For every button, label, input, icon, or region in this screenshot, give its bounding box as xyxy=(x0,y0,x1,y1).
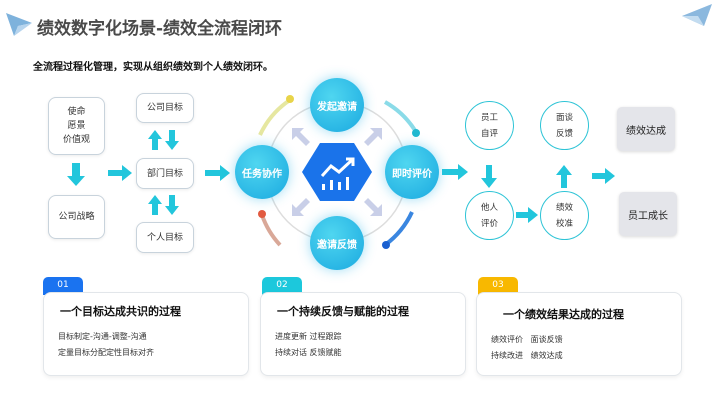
calibrate-l1: 绩效 xyxy=(555,202,573,213)
others-l1: 他人 xyxy=(480,202,498,213)
others-l2: 评价 xyxy=(480,218,498,229)
employee-growth-box: 员工成长 xyxy=(619,192,677,236)
self-eval-l2: 自评 xyxy=(480,128,498,139)
card-3-title: 一个绩效结果达成的过程 xyxy=(503,308,624,321)
cycle-node-invite-feedback: 邀请反馈 xyxy=(310,216,364,270)
card-2-line-2: 持续对话 反馈赋能 xyxy=(275,348,342,357)
page-subtitle: 全流程过程化管理，实现从组织绩效到个人绩效闭环。 xyxy=(33,62,273,73)
page-title: 绩效数字化场景-绩效全流程闭环 xyxy=(37,19,283,39)
dept-goal-box: 部门目标 xyxy=(136,158,194,189)
self-eval-circle: 员工自评 xyxy=(465,101,514,150)
values-label: 价值观 xyxy=(62,135,90,145)
personal-goal-box: 个人目标 xyxy=(136,222,194,253)
card-1-line-2: 定量目标分配定性目标对齐 xyxy=(58,348,154,357)
arrow-right-icon xyxy=(592,168,615,184)
card-3: 一个绩效结果达成的过程绩效评价 面谈反馈持续改进 绩效达成 xyxy=(476,292,682,376)
arrow-down-icon xyxy=(67,163,85,186)
cycle-node-initiate-invite: 发起邀请 xyxy=(310,78,364,132)
card-2-title: 一个持续反馈与赋能的过程 xyxy=(277,305,409,318)
interview-l2: 反馈 xyxy=(555,128,573,139)
arrow-right-icon xyxy=(442,164,468,180)
paper-plane-decor-icon xyxy=(682,4,712,26)
chart-trend-icon xyxy=(320,157,355,178)
card-1: 一个目标达成共识的过程目标制定-沟通-调整-沟通定量目标分配定性目标对齐 xyxy=(43,292,249,376)
arrow-right-icon xyxy=(516,207,538,223)
card-3-line-2: 持续改进 绩效达成 xyxy=(491,351,563,360)
cycle-node-task-collab: 任务协作 xyxy=(235,145,289,199)
vision-label: 愿景 xyxy=(67,121,86,131)
arrow-down-icon xyxy=(165,195,179,215)
self-eval-l1: 员工 xyxy=(480,112,498,123)
performance-achieved-box: 绩效达成 xyxy=(617,107,675,151)
calibrate-l2: 校准 xyxy=(555,218,573,229)
card-2-number: 02 xyxy=(262,277,302,295)
cycle-node-instant-eval: 即时评价 xyxy=(385,145,439,199)
paper-plane-logo-icon xyxy=(6,13,32,36)
card-2: 一个持续反馈与赋能的过程进度更新 过程跟踪持续对话 反馈赋能 xyxy=(260,292,466,376)
arrow-up-icon xyxy=(556,165,572,188)
arrow-down-icon xyxy=(165,130,179,150)
card-1-number: 01 xyxy=(43,277,83,295)
interview-feedback-circle: 面谈反馈 xyxy=(540,101,589,150)
flow-arrows xyxy=(67,95,615,249)
company-goal-box: 公司目标 xyxy=(136,93,194,123)
card-3-line-1: 绩效评价 面谈反馈 xyxy=(491,335,563,344)
arrow-down-icon xyxy=(481,165,497,188)
arrow-up-icon xyxy=(148,195,162,215)
card-1-line-1: 目标制定-沟通-调整-沟通 xyxy=(58,332,147,341)
arrow-right-icon xyxy=(108,165,132,181)
card-3-number: 03 xyxy=(478,277,518,295)
interview-l1: 面谈 xyxy=(555,112,573,123)
mission-label: 使命 xyxy=(67,107,86,117)
card-1-title: 一个目标达成共识的过程 xyxy=(60,305,181,318)
card-2-line-1: 进度更新 过程跟踪 xyxy=(275,332,342,341)
others-eval-circle: 他人评价 xyxy=(465,191,514,240)
mission-vision-values-box: 使命愿景价值观 xyxy=(48,97,105,155)
calibrate-circle: 绩效校准 xyxy=(540,191,589,240)
arrow-right-icon xyxy=(205,165,230,181)
arrow-up-icon xyxy=(148,130,162,150)
company-strategy-box: 公司战略 xyxy=(48,195,105,239)
